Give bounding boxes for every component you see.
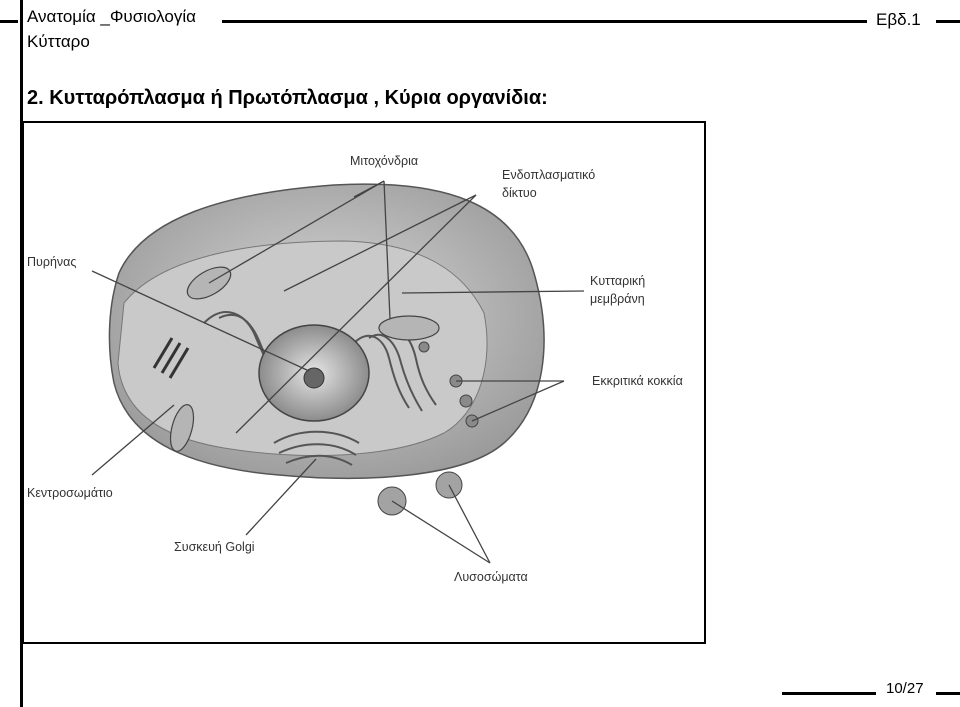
label-lysosomes: Λυσοσώματα: [454, 570, 528, 584]
section-heading: 2. Κυτταρόπλασμα ή Πρωτόπλασμα , Κύρια ο…: [27, 87, 548, 109]
label-golgi: Συσκευή Golgi: [174, 540, 255, 554]
week-label: Εβδ.1: [876, 10, 921, 29]
lysosomes: [377, 471, 463, 516]
label-membrane-line1: Κυτταρική: [590, 274, 645, 288]
footer-rule-right: [936, 692, 960, 695]
header-rule-left: [0, 20, 18, 23]
nucleus: [258, 324, 370, 422]
label-centrosome: Κεντροσωμάτιο: [27, 486, 113, 500]
golgi-apparatus: [273, 430, 360, 466]
topic-title: Κύτταρο: [27, 32, 90, 51]
cell-illustration: Μιτοχόνδρια Ενδοπλασματικό δίκτυο Πυρήνα…: [27, 154, 683, 584]
page-number: 10/27: [886, 680, 924, 697]
label-er-line1: Ενδοπλασματικό: [502, 168, 595, 182]
label-mitochondria: Μιτοχόνδρια: [350, 154, 418, 168]
leader-lines: [91, 180, 585, 564]
label-nucleus: Πυρήνας: [27, 255, 76, 269]
cell-diagram: Μιτοχόνδρια Ενδοπλασματικό δίκτυο Πυρήνα…: [22, 121, 706, 644]
footer-rule: [782, 692, 876, 695]
label-er-line2: δίκτυο: [502, 186, 537, 200]
header-rule-right: [936, 20, 960, 23]
label-membrane-line2: μεμβράνη: [590, 292, 645, 306]
header-rule: [222, 20, 867, 23]
label-secretory-granules: Εκκριτικά κοκκία: [592, 374, 683, 388]
centrosome: [152, 337, 190, 379]
left-margin-rule: [20, 0, 23, 707]
course-title: Ανατομία _Φυσιολογία: [27, 7, 196, 26]
